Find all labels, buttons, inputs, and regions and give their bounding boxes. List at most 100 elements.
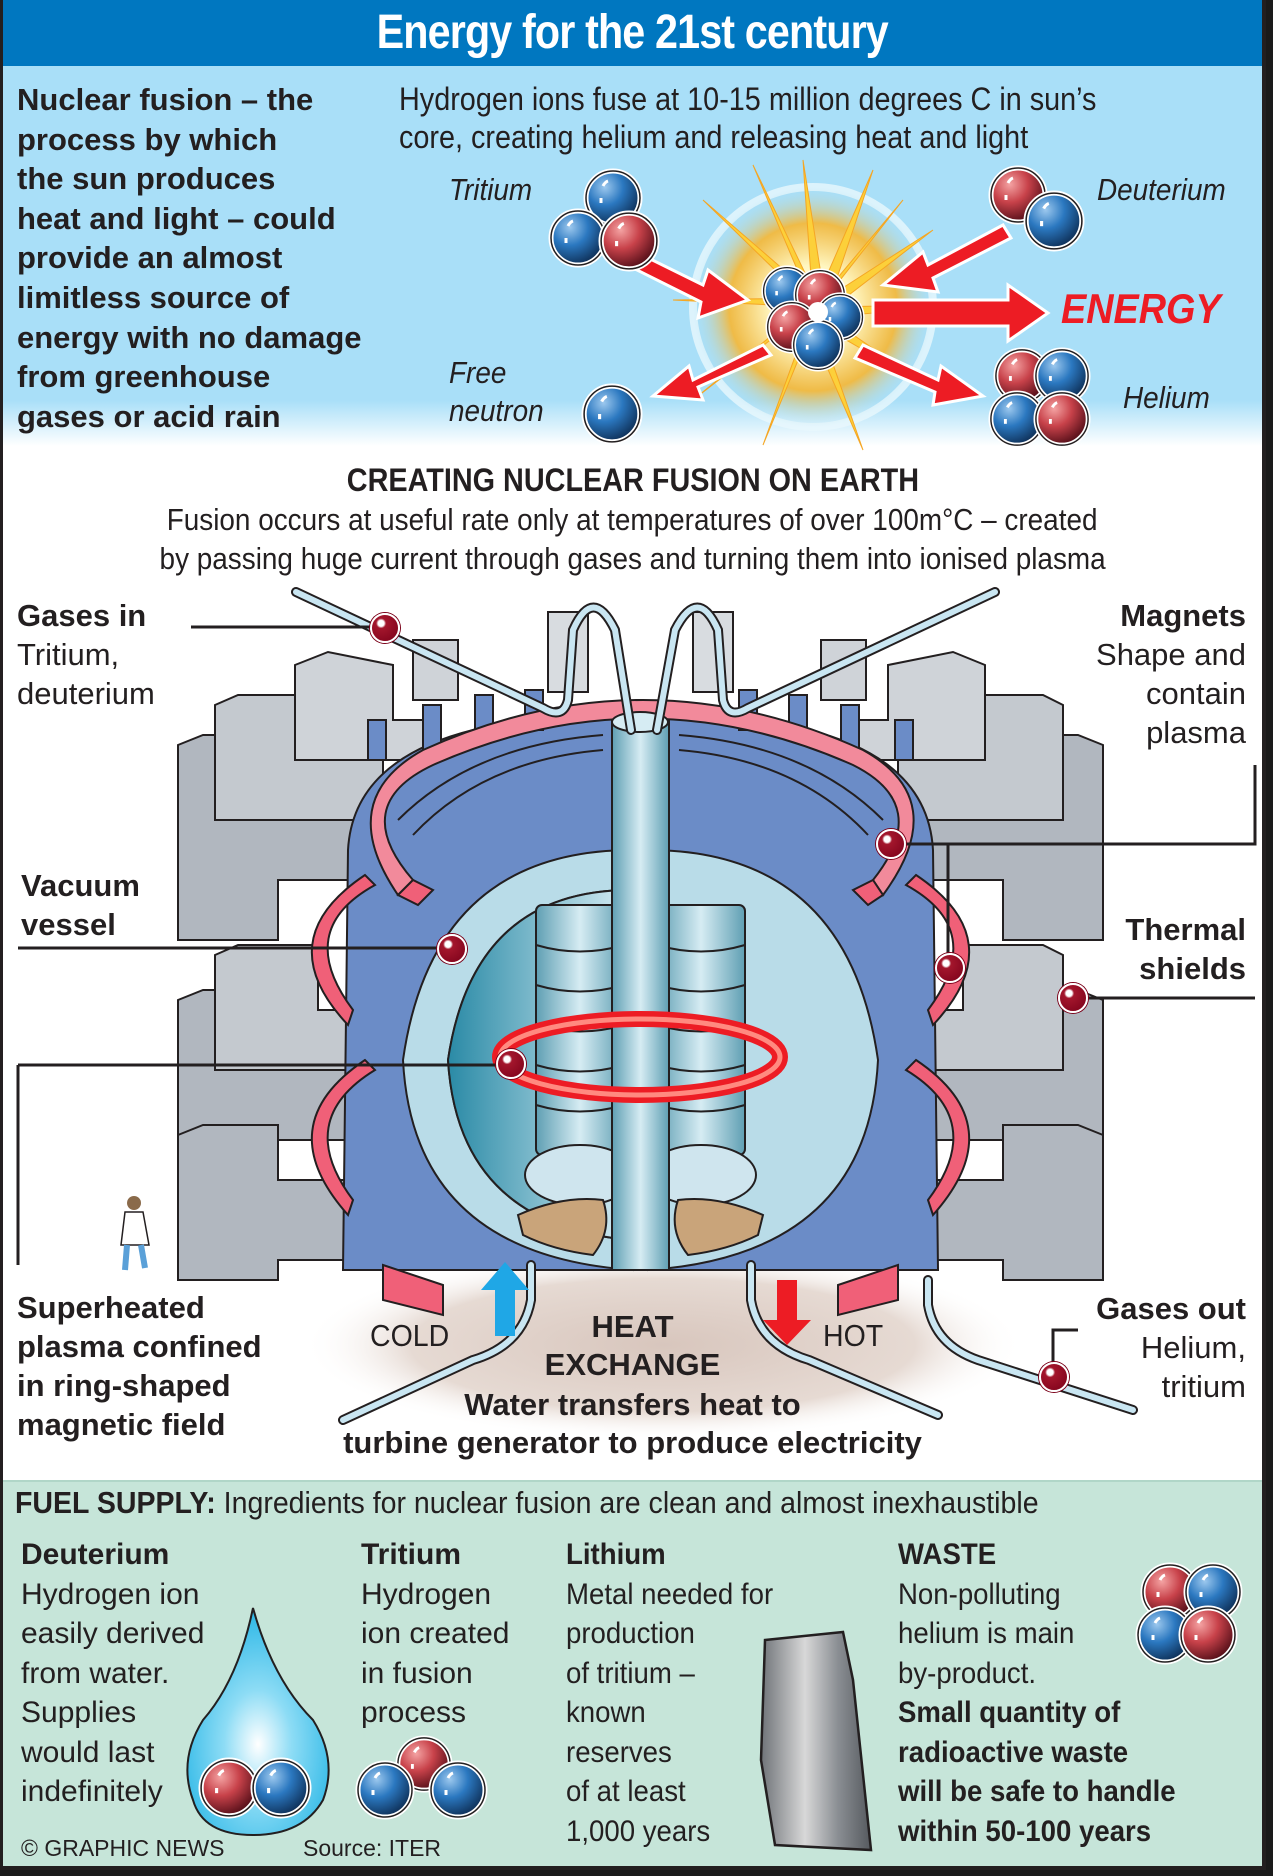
fuel-supply-text: Ingredients for nuclear fusion are clean… xyxy=(223,1485,1039,1520)
fuel-column-title: Lithium xyxy=(566,1538,666,1571)
sun-caption: Hydrogen ions fuse at 10-15 million degr… xyxy=(399,80,1174,156)
callout-dot-thermal-shields xyxy=(1058,983,1088,1013)
callout-magnets: Magnets Shape and contain plasma xyxy=(1096,596,1246,752)
fuel-column-waste: WASTE Non-polluting helium is main by-pr… xyxy=(898,1535,1176,1851)
title-bar: Energy for the 21st century xyxy=(3,0,1262,66)
label-cold: COLD xyxy=(370,1318,450,1353)
heat-exchange-title-line: HEAT xyxy=(591,1309,674,1344)
label-hot: HOT xyxy=(823,1318,884,1353)
sun-caption-line: core, creating helium and releasing heat… xyxy=(399,119,1029,155)
fuel-column-text: Non-polluting xyxy=(898,1577,1061,1611)
fuel-column-deuterium: Deuterium Hydrogen ion easily derived fr… xyxy=(21,1535,204,1812)
callout-title: Gases in xyxy=(17,598,147,633)
callout-title: Superheated xyxy=(17,1290,205,1325)
callout-dot-magnets xyxy=(876,829,906,859)
fuel-column-text: Supplies xyxy=(21,1696,137,1729)
callout-title: Gases out xyxy=(1096,1291,1246,1326)
fuel-column-lithium: Lithium Metal needed for production of t… xyxy=(566,1535,773,1851)
intro-line: provide an almost xyxy=(17,240,283,276)
fuel-column-bold-text: Small quantity of xyxy=(898,1696,1121,1729)
fuel-column-text: in fusion xyxy=(361,1656,473,1690)
fuel-column-text: easily derived xyxy=(21,1617,205,1650)
label-neutron: neutron xyxy=(449,393,544,428)
fuel-column-text: known xyxy=(566,1696,646,1729)
fuel-column-bold-text: will be safe to handle xyxy=(898,1775,1176,1808)
arrow-neutron-out xyxy=(649,343,774,402)
creating-desc-line: by passing huge current through gases an… xyxy=(159,541,1106,576)
label-helium: Helium xyxy=(1123,380,1210,415)
intro-line: Nuclear fusion – the xyxy=(17,82,314,117)
creating-heading: CREATING NUCLEAR FUSION ON EARTH xyxy=(346,462,919,498)
fuel-column-text: would last xyxy=(21,1735,155,1769)
magnet-end xyxy=(396,878,435,907)
callout-text: deuterium xyxy=(17,676,155,711)
intro-line: gases or acid rain xyxy=(17,398,281,434)
magnet-end xyxy=(851,878,885,907)
fuel-column-text: of tritium – xyxy=(566,1656,695,1690)
callout-vacuum-vessel: Vacuum vessel xyxy=(21,866,140,944)
fusing-nucleus xyxy=(764,268,863,370)
callout-title: Vacuum xyxy=(21,868,140,903)
heat-exchange-desc: Water transfers heat to turbine generato… xyxy=(3,1386,1262,1462)
fuel-column-text: by-product. xyxy=(898,1656,1037,1690)
sun-caption-line: Hydrogen ions fuse at 10-15 million degr… xyxy=(399,81,1097,117)
source-label: Source: ITER xyxy=(303,1835,442,1861)
callout-dot-magnets-lower xyxy=(935,953,965,983)
fuel-supply-label: FUEL SUPPLY: xyxy=(15,1485,216,1520)
fuel-column-text: indefinitely xyxy=(21,1775,163,1808)
heat-exchange-desc-line: turbine generator to produce electricity xyxy=(343,1425,922,1460)
fuel-column-tritium: Tritium Hydrogen ion created in fusion p… xyxy=(361,1535,509,1733)
tokamak-reactor-illustration xyxy=(16,587,1257,1440)
fuel-column-text: from water. xyxy=(21,1656,170,1690)
label-tritium: Tritium xyxy=(449,172,533,207)
callout-title: vessel xyxy=(21,907,116,942)
intro-line: energy with no damage xyxy=(17,319,362,355)
page-title: Energy for the 21st century xyxy=(376,6,889,59)
callout-dot-plasma xyxy=(496,1049,526,1079)
person-figure-icon xyxy=(120,1196,150,1271)
callout-text: Tritium, xyxy=(17,637,120,672)
callout-title: magnetic field xyxy=(17,1407,226,1442)
callout-text: Helium, xyxy=(1140,1330,1246,1365)
divertor xyxy=(516,1198,765,1257)
callout-thermal-shields: Thermal shields xyxy=(1125,910,1246,988)
callout-text: tritium xyxy=(1161,1369,1246,1404)
fuel-column-title: WASTE xyxy=(898,1538,997,1571)
heat-exchange-desc-line: Water transfers heat to xyxy=(464,1387,801,1422)
hot-arrow-icon xyxy=(763,1280,811,1345)
thermal-shields xyxy=(177,611,1104,1281)
heat-exchange-title: HEAT EXCHANGE xyxy=(3,1308,1262,1384)
intro-line: the sun produces xyxy=(17,161,276,197)
callout-text: contain xyxy=(1146,676,1246,711)
arrow-energy-out xyxy=(871,282,1051,344)
fuel-column-text: helium is main xyxy=(898,1617,1075,1650)
gas-pipes xyxy=(291,587,1138,1425)
callout-dot-gases-in xyxy=(370,613,400,643)
callout-gases-out: Gases out Helium, tritium xyxy=(1096,1289,1246,1406)
cold-arrow-icon xyxy=(481,1262,529,1336)
fusion-arrows xyxy=(618,223,1051,407)
fuel-column-text: Hydrogen ion xyxy=(21,1577,200,1611)
fuel-column-bold-text: within 50-100 years xyxy=(898,1814,1152,1848)
sun-fusion-illustration xyxy=(3,159,1266,451)
label-free: Free xyxy=(449,355,507,390)
credit-graphic-news: © GRAPHIC NEWS xyxy=(21,1835,225,1861)
label-deuterium: Deuterium xyxy=(1097,172,1226,207)
intro-line: process by which xyxy=(17,121,278,157)
heat-exchange-title-line: EXCHANGE xyxy=(544,1347,721,1382)
callout-plasma: Superheated plasma confined in ring-shap… xyxy=(17,1288,262,1444)
fuel-column-text: ion created xyxy=(361,1617,510,1650)
fuel-column-bold-text: radioactive waste xyxy=(898,1735,1129,1769)
fuel-column-text: of at least xyxy=(566,1775,686,1808)
fuel-column-title: Deuterium xyxy=(21,1538,170,1571)
fuel-column-text: 1,000 years xyxy=(566,1814,711,1848)
callout-gases-in: Gases in Tritium, deuterium xyxy=(17,596,155,713)
callout-dot-vacuum-vessel xyxy=(437,934,467,964)
intro-line: heat and light – could xyxy=(17,200,336,236)
callout-dot-gases-out xyxy=(1039,1362,1069,1392)
fuel-column-title: Tritium xyxy=(361,1538,462,1571)
intro-line: from greenhouse xyxy=(17,359,271,395)
fuel-column-text: Hydrogen xyxy=(361,1577,492,1611)
intro-text: Nuclear fusion – the process by which th… xyxy=(17,80,417,436)
